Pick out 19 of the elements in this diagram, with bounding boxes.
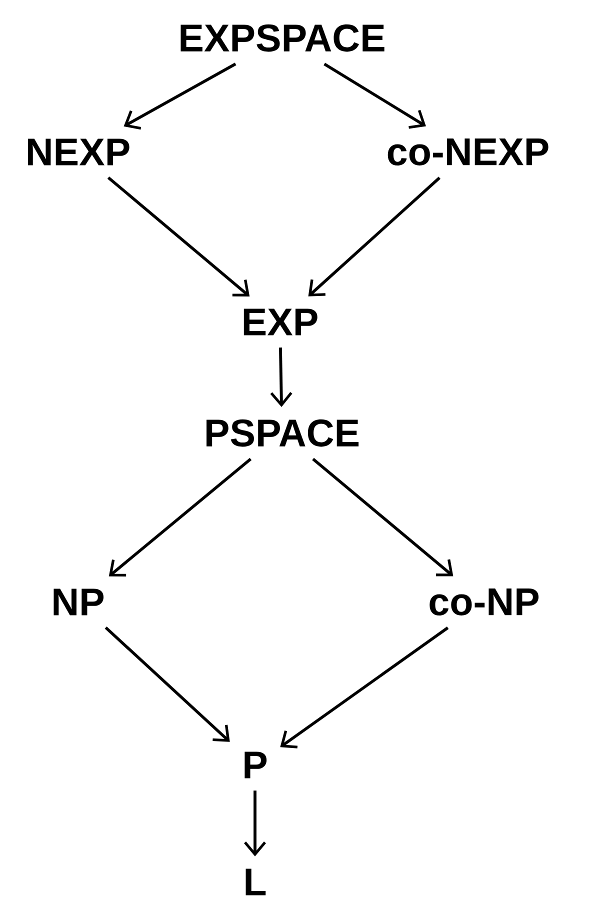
class-label: co-NP — [430, 588, 539, 616]
arrow — [107, 176, 250, 296]
arrow — [124, 62, 236, 130]
arrow — [324, 62, 426, 129]
arrow — [104, 626, 230, 742]
class-label: PSPACE — [206, 419, 359, 447]
arrow — [308, 176, 441, 296]
arrow — [244, 790, 266, 856]
class-label: NEXP — [28, 138, 130, 166]
arrow — [270, 348, 292, 408]
class-label: co-NEXP — [388, 138, 548, 166]
class-label: EXPSPACE — [180, 24, 384, 52]
class-label: EXP — [244, 308, 318, 336]
class-label: NP — [54, 588, 104, 616]
arrow — [108, 458, 252, 576]
arrow — [280, 626, 449, 748]
arrow — [312, 458, 454, 576]
class-label: P — [244, 752, 267, 778]
class-label: L — [246, 868, 266, 896]
